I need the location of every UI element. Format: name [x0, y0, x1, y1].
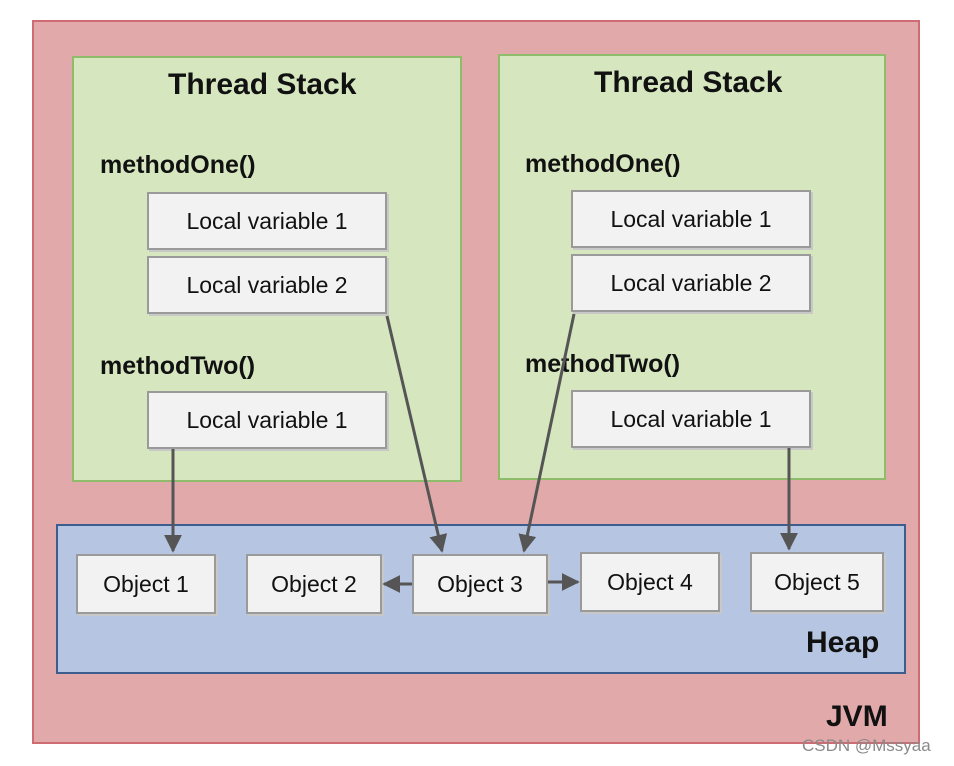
- heap-object: Object 2: [246, 554, 382, 614]
- heap-object: Object 5: [750, 552, 884, 612]
- local-variable-box: Local variable 2: [147, 256, 387, 314]
- heap-label: Heap: [806, 626, 880, 659]
- method-two-label: methodTwo(): [525, 350, 681, 378]
- local-variable-box: Local variable 1: [571, 390, 811, 448]
- thread-stack-title: Thread Stack: [168, 68, 357, 101]
- local-variable-box: Local variable 1: [147, 192, 387, 250]
- heap-object: Object 1: [76, 554, 216, 614]
- jvm-label: JVM: [826, 700, 888, 733]
- method-one-label: methodOne(): [100, 151, 256, 179]
- heap-object: Object 4: [580, 552, 720, 612]
- heap-object: Object 3: [412, 554, 548, 614]
- local-variable-box: Local variable 2: [571, 254, 811, 312]
- watermark-text: CSDN @Mssyaa: [802, 736, 931, 755]
- local-variable-box: Local variable 1: [147, 391, 387, 449]
- method-one-label: methodOne(): [525, 150, 681, 178]
- method-two-label: methodTwo(): [100, 352, 256, 380]
- thread-stack-title: Thread Stack: [594, 66, 783, 99]
- local-variable-box: Local variable 1: [571, 190, 811, 248]
